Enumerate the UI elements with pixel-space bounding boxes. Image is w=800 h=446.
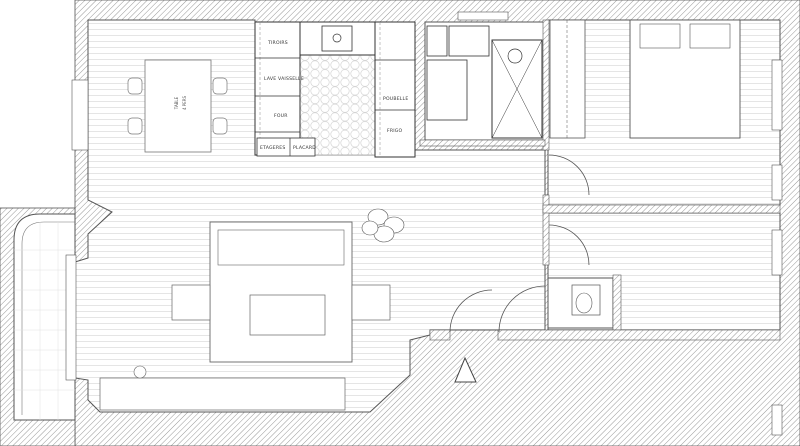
bedroom-door — [548, 154, 590, 196]
bathroom-fixtures — [426, 25, 543, 139]
window-right-top — [771, 59, 783, 131]
window-left — [71, 79, 89, 151]
dining-chairs — [127, 77, 228, 135]
windows — [65, 11, 783, 436]
hall-door — [449, 289, 493, 333]
second-room-door — [548, 224, 590, 266]
label-four: FOUR — [274, 113, 288, 119]
window-right-mid — [771, 164, 783, 201]
bedroom — [549, 19, 741, 139]
window-balcony-door — [65, 254, 77, 381]
table-label-2: 4 PERS — [182, 96, 187, 111]
label-etageres: ETAGERES — [260, 145, 286, 151]
armchair-left — [171, 284, 211, 321]
triangle-north-icon — [454, 356, 477, 383]
dining-table: TABLE 4 PERS — [127, 59, 228, 153]
label-poubelle: POUBELLE — [383, 96, 408, 102]
label-frigo: FRIGO — [387, 128, 403, 134]
window-top-vent — [457, 11, 509, 21]
kitchen-units: TIROIRS LAVE VAISSELLE FOUR ETAGERES PLA… — [254, 21, 416, 158]
doors — [449, 154, 590, 333]
tv-bench — [99, 377, 346, 411]
coffee-table — [249, 294, 326, 336]
sink-icon — [507, 48, 523, 64]
living-furniture — [99, 208, 405, 411]
wc-door — [498, 285, 546, 333]
label-lave-vaisselle: LAVE VAISSELLE — [264, 76, 304, 82]
desk-chair — [133, 365, 147, 379]
wc — [571, 284, 601, 316]
wardrobe — [549, 19, 586, 139]
armchair-right — [351, 284, 391, 321]
label-placard: PLACARD — [293, 145, 316, 151]
balcony — [13, 213, 76, 421]
washing-machine — [426, 25, 448, 57]
label-tiroirs: TIROIRS — [267, 40, 288, 46]
interior-walls — [419, 19, 781, 341]
toilet-icon — [575, 292, 593, 314]
window-right-low — [771, 229, 783, 276]
vanity — [448, 25, 490, 57]
storage-cabinet — [426, 59, 468, 121]
plant-icon — [361, 208, 405, 243]
window-bottom-right — [771, 404, 783, 436]
table-label-1: TABLE — [174, 96, 179, 110]
